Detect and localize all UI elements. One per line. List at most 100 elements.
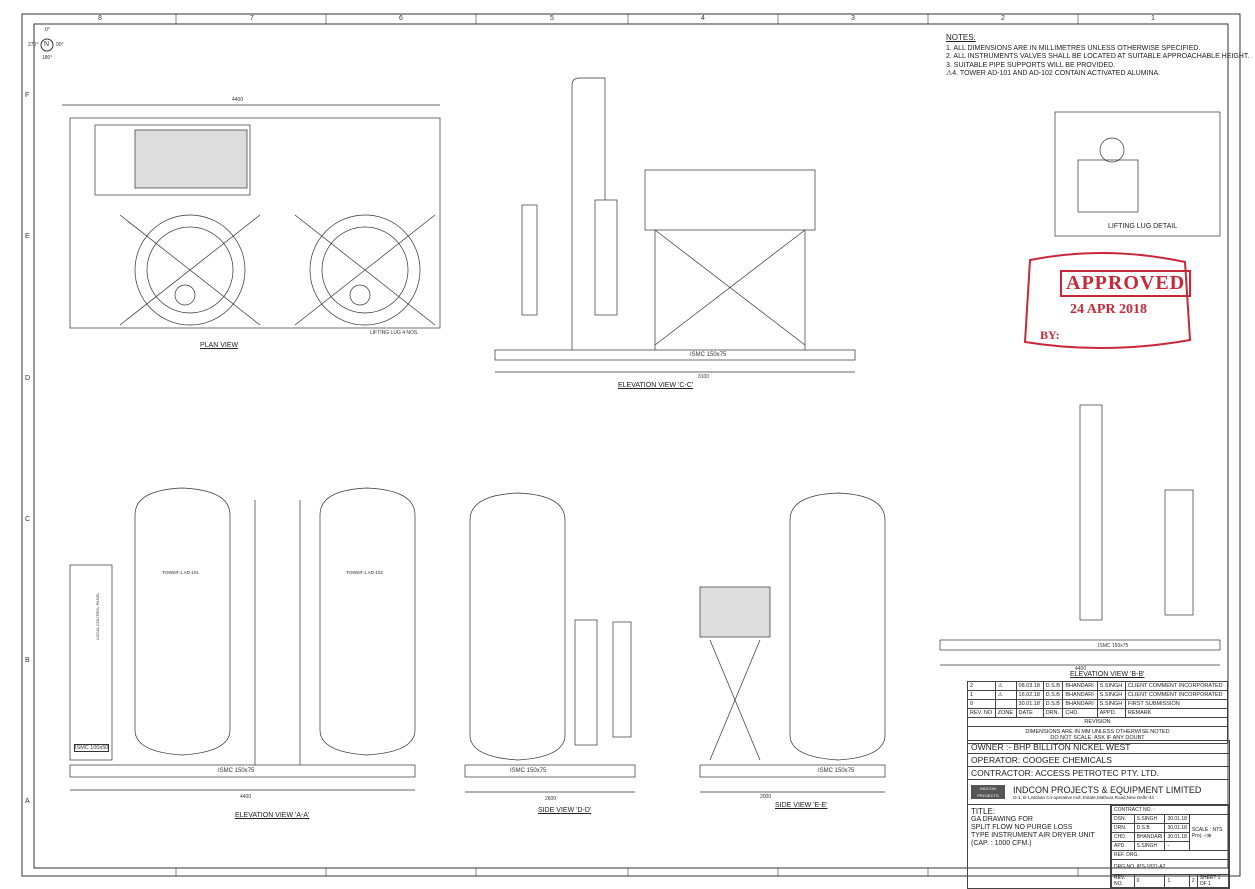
table-cell: 30.01.18: [1015, 699, 1044, 709]
drawing-number: DRG.NO. IPS-1831-A2: [1111, 859, 1229, 875]
table-cell: BHANDARI: [1062, 681, 1098, 691]
disclaimer-2: DO NOT SCALE. ASK IF ANY DOUBT: [1050, 735, 1145, 741]
table-cell: CONTRACT NO. :: [1111, 805, 1229, 815]
table-cell: 30.01.18: [1164, 823, 1190, 833]
table-cell: CHD.: [1111, 832, 1135, 842]
grid-row-a: A: [25, 798, 30, 805]
compass-south: 180°: [42, 55, 53, 61]
stamp-by: BY:: [1040, 328, 1060, 342]
table-cell: 16.02.18: [1015, 690, 1044, 700]
table-cell: 2: [967, 681, 996, 691]
table-cell: ⚠: [994, 690, 1017, 700]
table-cell: 30.01.18: [1164, 832, 1190, 842]
note-item: 3. SUITABLE PIPE SUPPORTS WILL BE PROVID…: [946, 61, 1116, 69]
table-cell: 0: [967, 699, 996, 709]
tower-ad102-label: TOWER-1 AD-102: [346, 570, 383, 575]
aa-dim-total: 4400: [240, 794, 252, 800]
table-cell: CHD.: [1062, 708, 1098, 718]
table-cell: S.SINGH: [1096, 690, 1126, 700]
table-cell: FIRST SUBMISSION: [1124, 699, 1229, 709]
grid-col-1: 1: [1151, 15, 1155, 22]
grid-col-5: 5: [550, 15, 554, 22]
grid-col-6: 6: [399, 15, 403, 22]
elevation-bb-label: ELEVATION VIEW 'B-B': [1070, 671, 1145, 678]
lifting-lug-detail: [1054, 111, 1221, 237]
outer-frame: [21, 13, 1241, 877]
bb-base-label: ISMC 150x75: [1098, 643, 1129, 649]
table-cell: DSN.: [1111, 814, 1135, 824]
elevation-cc-drawing: [494, 77, 856, 373]
side-dd-label: SIDE VIEW 'D-D': [538, 807, 592, 814]
table-cell: REV. NO: [967, 708, 996, 718]
table-cell: -: [1164, 841, 1190, 851]
company-address: G-1, B-1,Mohan Co-operative Indl. Estate…: [1013, 794, 1154, 800]
ee-base-label: ISMC 150x75: [818, 768, 855, 774]
table-cell: REMARK: [1124, 708, 1229, 718]
grid-col-2: 2: [1001, 15, 1005, 22]
cc-base-label: ISMC 150x75: [690, 352, 727, 358]
compass-north: 0°: [45, 27, 50, 33]
compass-letter: N: [44, 41, 50, 48]
table-cell: ⚠: [994, 681, 1017, 691]
stamp-date: 24 APR 2018: [1070, 302, 1147, 317]
drawing-title: TITLE: GA DRAWING FOR SPLIT FLOW NO PURG…: [968, 805, 1111, 888]
grid-row-d: D: [25, 375, 31, 382]
plan-view-label: PLAN VIEW: [200, 342, 239, 349]
table-cell: DRN.: [1111, 823, 1135, 833]
table-cell: BHANDARI: [1062, 699, 1098, 709]
grid-col-3: 3: [851, 15, 855, 22]
table-cell: 08.03.18: [1015, 681, 1044, 691]
operator: OPERATOR: COOGEE CHEMICALS: [968, 754, 1229, 767]
table-cell: S.SINGH: [1096, 681, 1126, 691]
elevation-cc-label: ELEVATION VIEW 'C-C': [618, 382, 694, 389]
grid-row-b: B: [25, 657, 30, 664]
table-cell: D.S.B: [1042, 699, 1064, 709]
aa-base-label: ISMC 150x75: [218, 768, 255, 774]
table-cell: S.SINGH: [1096, 699, 1126, 709]
table-row: DRG.NO. IPS-1831-A2: [1111, 859, 1229, 875]
side-dd-drawing: [464, 492, 636, 793]
note-item: 1. ALL DIMENSIONS ARE IN MILLIMETRES UNL…: [946, 44, 1201, 52]
note-item: ⚠4. TOWER AD-101 AND AD-102 CONTAIN ACTI…: [946, 70, 1161, 77]
table-cell: 30.01.18: [1164, 814, 1190, 824]
compass-west: 270°: [28, 42, 39, 48]
plan-dim-total: 4400: [232, 97, 244, 103]
ee-dim-total: 2000: [760, 794, 772, 800]
grid-col-4: 4: [701, 15, 705, 22]
table-cell: ZONE: [994, 708, 1017, 718]
table-cell: D.S.B: [1133, 823, 1166, 833]
notes-block: NOTES: 1. ALL DIMENSIONS ARE IN MILLIMET…: [946, 33, 1249, 79]
scale: SCALE : NTS: [1191, 826, 1223, 833]
table-row: CONTRACT NO. :: [1111, 805, 1229, 815]
tower-ad101-label: TOWER-1 AD-101: [162, 570, 199, 575]
bb-dim-total: 4400: [1075, 666, 1087, 672]
stamp-text: APPROVED: [1060, 270, 1192, 297]
cc-dim-total: 3100: [698, 374, 710, 380]
sheet-number: SHEET 1 OF 1: [1196, 874, 1230, 888]
table-cell: CLIENT COMMENT INCORPORATED: [1124, 681, 1229, 691]
revision-caption: REVISION: [967, 717, 1228, 727]
table-cell: DATE: [1015, 708, 1044, 718]
table-cell: BHANDARI: [1062, 690, 1098, 700]
contractor: CONTRACTOR: ACCESS PETROTEC PTY. LTD.: [968, 767, 1229, 780]
grid-row-f: F: [25, 92, 30, 99]
elevation-aa-label: ELEVATION VIEW 'A-A': [235, 812, 310, 819]
grid-row-c: C: [25, 516, 31, 523]
approved-stamp: APPROVED 24 APR 2018 BY:: [1020, 250, 1192, 350]
table-row: REF. DRG.: [1111, 850, 1229, 860]
table-cell: [994, 699, 1017, 709]
table-cell: DIMENSIONS ARE IN MM UNLESS OTHERWISE NO…: [967, 726, 1228, 744]
company-name: INDCON PROJECTS & EQUIPMENT LIMITED: [1013, 784, 1202, 795]
title-block: OWNER :- BHP BILLITON NICKEL WEST OPERAT…: [967, 740, 1230, 889]
aa-small-base-label: ISMC 100x50: [74, 744, 110, 752]
company-logo: INDCON PROJECTS: [971, 785, 1005, 799]
table-cell: BHANDARI: [1133, 832, 1166, 842]
